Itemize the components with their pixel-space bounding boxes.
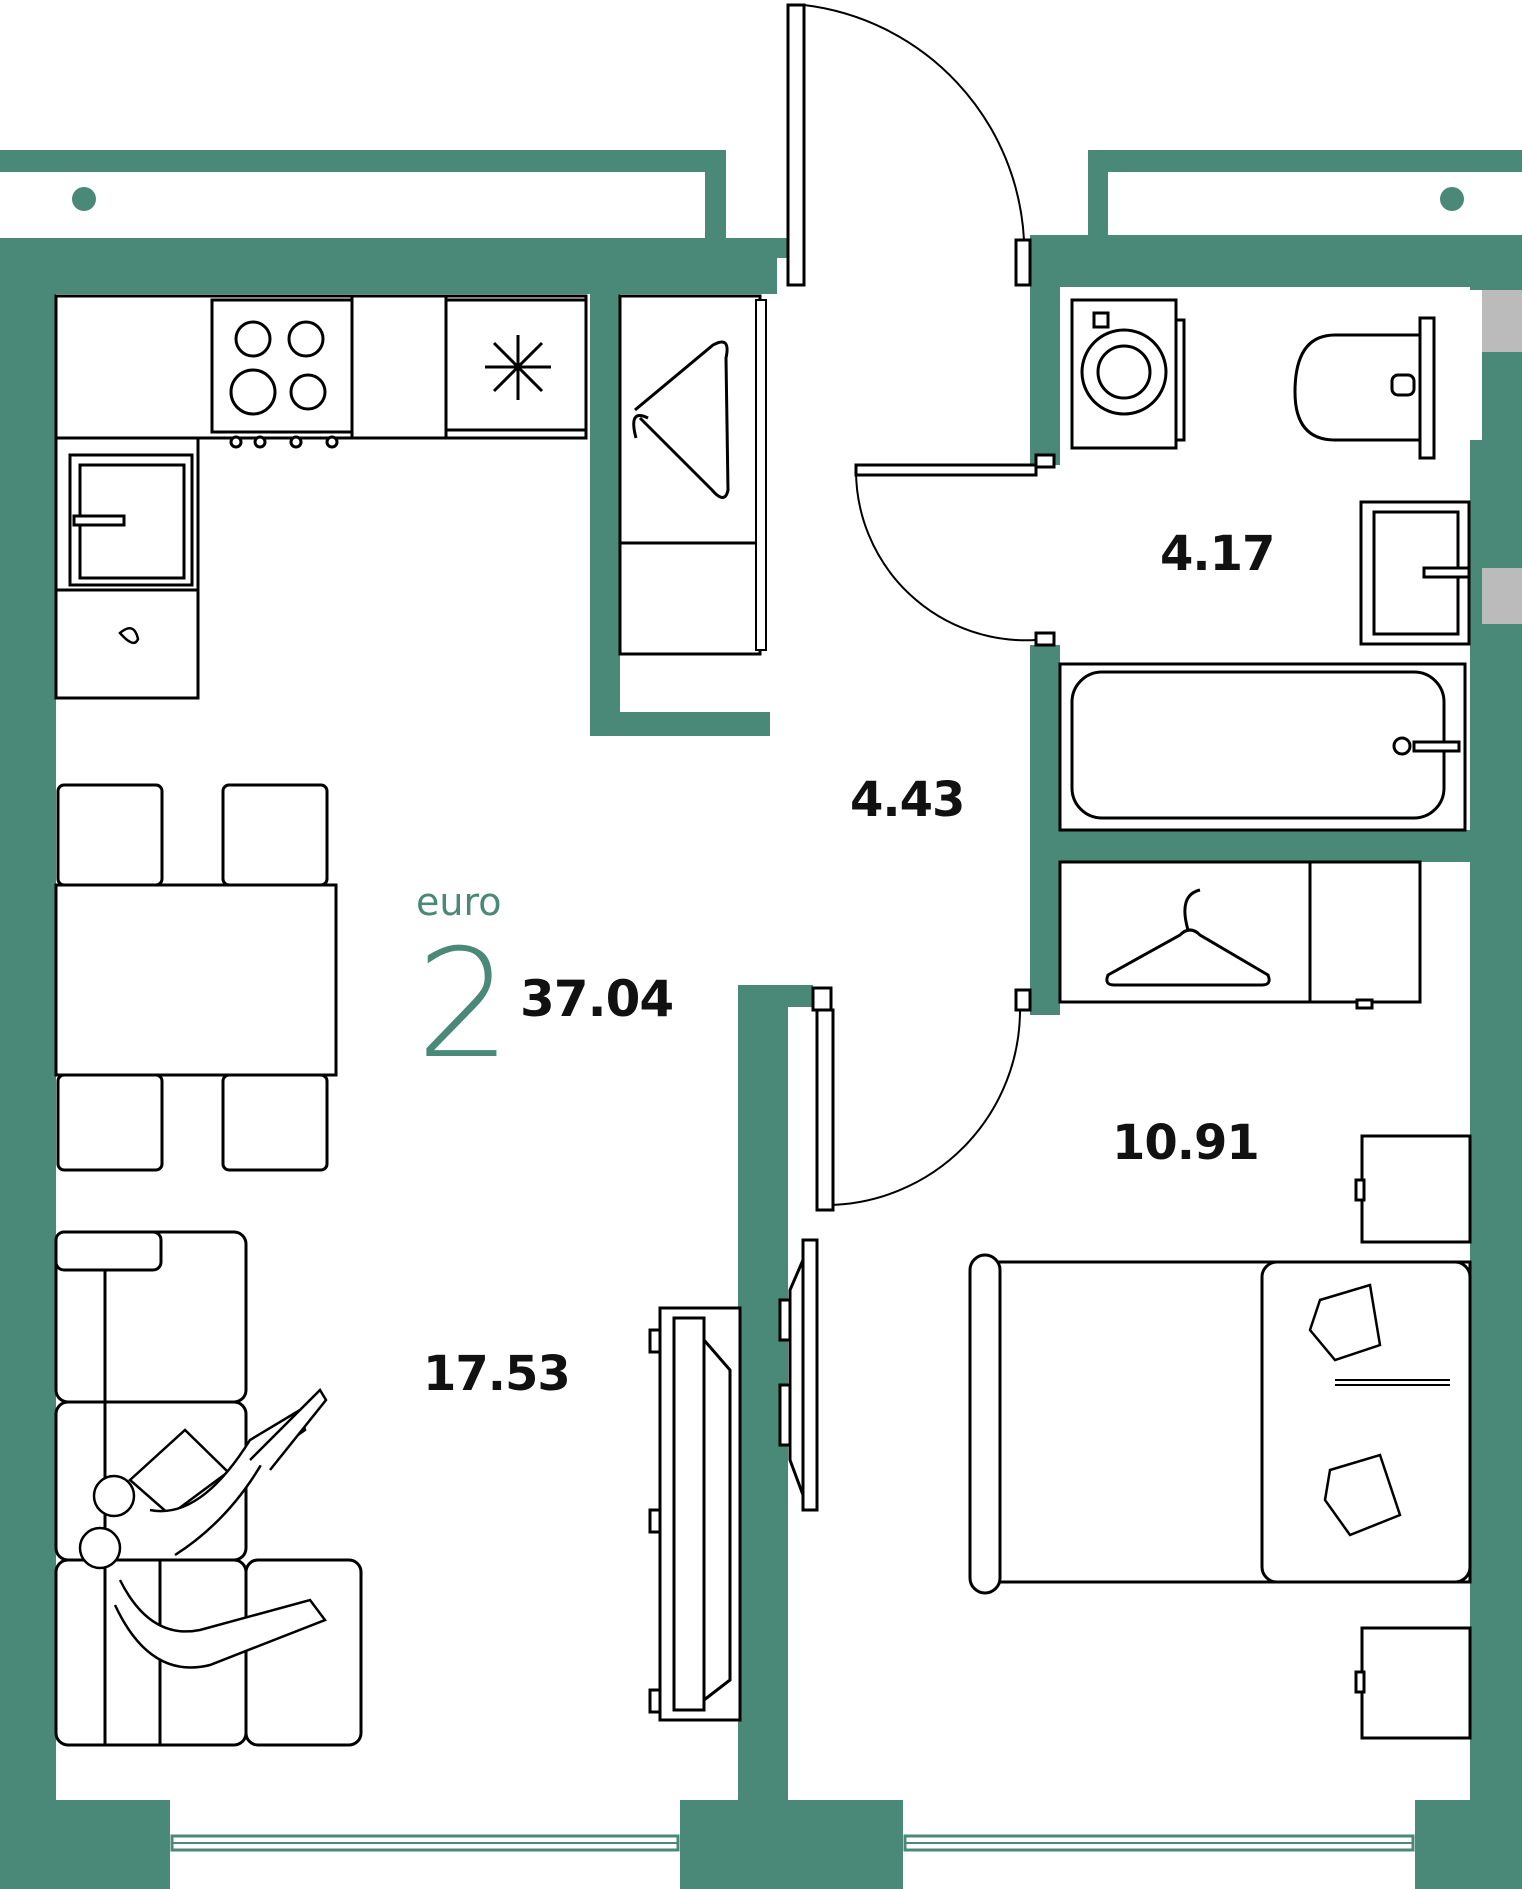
fixtures: [54, 3, 1472, 1747]
apartment-type-label: euro: [416, 880, 502, 924]
room-count: 2: [416, 918, 512, 1092]
room-area-living-kitchen: 17.53: [423, 1346, 571, 1402]
window-right: [903, 1800, 1415, 1889]
window-left: [170, 1800, 680, 1889]
room-area-bedroom: 10.91: [1112, 1115, 1260, 1171]
total-area: 37.04: [520, 970, 674, 1028]
room-area-bathroom: 4.17: [1160, 526, 1275, 582]
room-area-hall: 4.43: [850, 772, 965, 828]
